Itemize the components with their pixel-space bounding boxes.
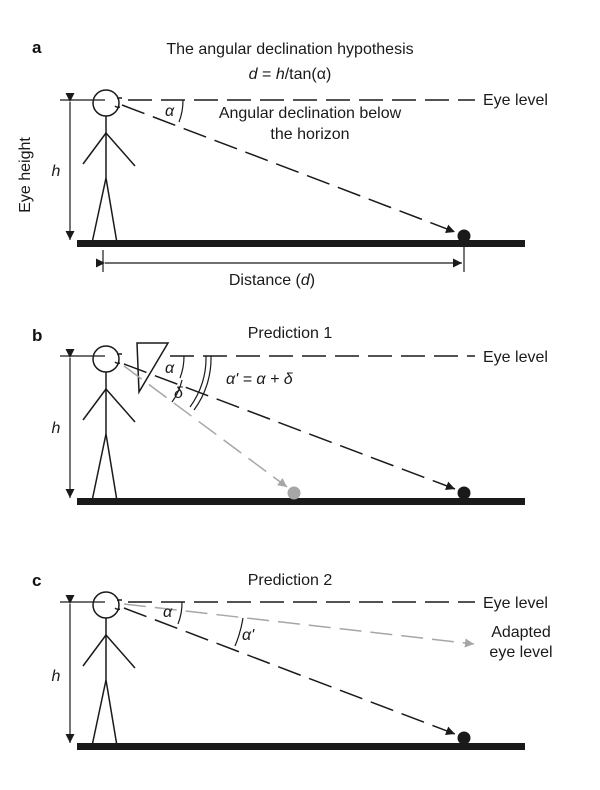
eye-level-label: Eye level [483,349,548,366]
alpha-arc [179,355,185,379]
alpha-prime-arc-inner [189,355,207,408]
alpha-prime-label: α' [242,627,255,644]
eye-level-label: Eye level [483,595,548,612]
panel-a-letter: a [32,38,42,57]
formula-d: d [249,66,259,83]
ground [77,498,525,505]
distance-close: ) [310,272,315,289]
ground [77,743,525,750]
distance-text: Distance ( [229,272,302,289]
prism-icon [136,342,170,395]
panel-c-letter: c [32,571,41,590]
alpha-prime-arc [234,617,244,647]
panel-c-title: Prediction 2 [248,572,333,589]
panel-c: c Prediction 2 h Eye level Adapted eye l… [32,571,553,750]
observer-figure [82,591,136,747]
formula-rest: /tan(α) [285,66,332,83]
target-object [457,229,471,243]
panel-b-letter: b [32,326,42,345]
angle-description-line1: Angular declination below [219,105,402,122]
formula-h: h [276,66,285,83]
h-label: h [52,668,61,685]
panel-b: b Prediction 1 h Eye level [32,325,548,505]
alpha-label: α [165,360,175,377]
alpha-arc [178,99,184,123]
perceived-object [287,486,301,500]
panel-a-title: The angular declination hypothesis [166,41,413,58]
target-object [457,731,471,745]
adapted-eye-level-line [123,603,475,648]
alpha-label: α [165,103,175,120]
adapted-label-line1: Adapted [491,624,551,641]
delta-arc [171,379,183,403]
panel-b-title: Prediction 1 [248,325,333,342]
line-of-sight [121,104,456,233]
alpha-prime-arc-outer [193,355,212,411]
alpha-prime-equation: α' = α + δ [226,371,294,388]
observer-figure [82,89,136,244]
distance-label: Distance (d) [229,272,315,289]
line-of-sight [123,607,456,736]
alpha-arc [177,601,183,625]
eye-level-label: Eye level [483,92,548,109]
line-of-sight [123,363,456,491]
panel-a: a The angular declination hypothesis d =… [17,38,548,289]
observer-figure [82,345,136,502]
formula: d = h/tan(α) [249,66,332,83]
adapted-label-line2: eye level [489,644,552,661]
ground [77,240,525,247]
formula-eq: = [258,66,276,83]
h-label: h [52,420,61,437]
perceived-line-of-sight [123,365,288,488]
target-object [457,486,471,500]
delta-label: δ [174,385,184,402]
distance-d: d [301,272,311,289]
alpha-label: α [163,604,173,621]
h-label: h [52,163,61,180]
angle-description-line2: the horizon [270,126,349,143]
eye-height-label: Eye height [17,137,34,213]
